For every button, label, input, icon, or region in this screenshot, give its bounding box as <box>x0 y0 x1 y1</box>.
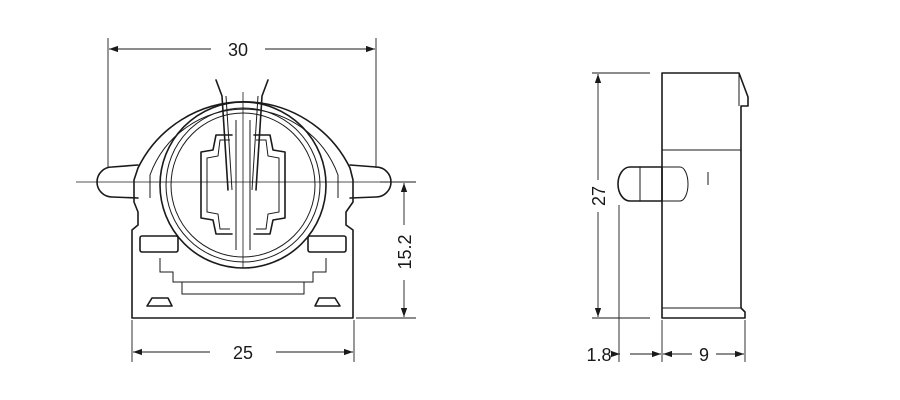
side-body-outline <box>661 72 749 319</box>
side-pin-head <box>662 166 689 202</box>
holder-body-outline <box>131 101 354 319</box>
rotor-slot <box>235 120 251 250</box>
rotor-left-contact <box>200 134 233 235</box>
dim-overall-width: 30 <box>228 40 248 60</box>
dim-base-width: 25 <box>233 343 253 363</box>
front-view: 30 25 15.2 <box>76 38 416 363</box>
side-pin <box>617 166 663 202</box>
lower-housing-inner <box>181 282 305 295</box>
top-slot <box>215 79 269 191</box>
left-clip-window <box>139 235 179 253</box>
rotor-left-contact-inner <box>206 139 230 230</box>
top-slot-inner <box>225 95 259 191</box>
rotor-right-contact-inner <box>256 139 280 230</box>
holder-body-inner-contour <box>149 108 339 198</box>
left-ear <box>96 164 139 199</box>
dim-depth: 9 <box>699 345 709 365</box>
right-clip-window <box>307 235 347 253</box>
dim-side-height: 27 <box>589 186 609 206</box>
rotor-right-contact <box>253 134 286 235</box>
right-ear <box>349 164 392 199</box>
dim-pin-length: 1.8 <box>586 345 611 365</box>
left-mounting-slot <box>146 297 173 307</box>
dim-center-height: 15.2 <box>395 234 415 269</box>
right-mounting-slot <box>314 297 341 307</box>
side-view: 27 1.8 9 <box>586 72 749 365</box>
lower-housing <box>159 258 327 283</box>
